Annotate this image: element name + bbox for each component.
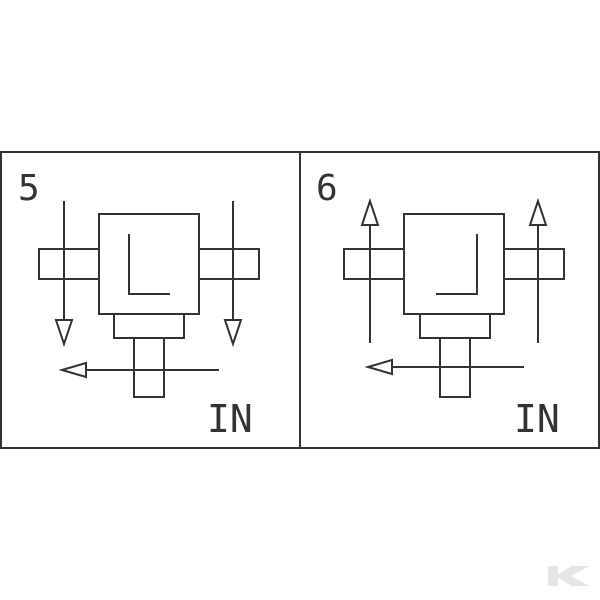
right-shaft [198,248,260,280]
shaft-arrow-right-up [528,197,548,343]
rotation-glyph-mirrored-l [436,234,478,295]
shaft-arrow-left-up [360,197,380,343]
left-shaft [38,248,100,280]
left-shaft [343,248,405,280]
panel-number: 5 [18,168,40,209]
right-shaft [503,248,565,280]
input-label: IN [207,397,253,441]
shaft-arrow-left-down [54,201,74,348]
flange [113,313,185,339]
input-shaft [133,337,165,398]
flange [419,313,491,339]
kramp-k-logo-icon [548,566,590,586]
rotation-glyph-l [128,234,170,295]
shaft-arrow-right-down [223,201,243,348]
panel-number: 6 [316,168,338,209]
input-arrow-left [58,361,219,379]
panel-5: 5 IN [18,168,260,441]
gearbox-housing [403,213,505,315]
input-label: IN [514,397,560,441]
panel-6: 6 IN [316,168,565,441]
gearbox-housing [98,213,200,315]
input-arrow-left [364,358,524,376]
